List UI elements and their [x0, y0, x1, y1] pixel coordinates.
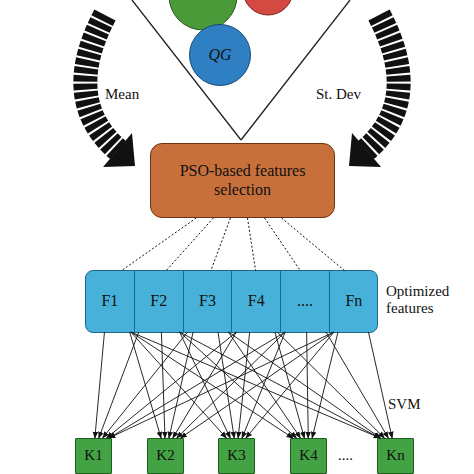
svm-arrow — [169, 332, 193, 438]
svm-arrow — [218, 332, 234, 438]
svm-arrow — [180, 332, 380, 438]
svm-arrow — [228, 332, 380, 438]
svm-arrow — [173, 332, 237, 438]
class-box: Kn — [377, 438, 414, 474]
svm-arrow — [246, 332, 334, 438]
node-text: F4 — [248, 292, 265, 310]
svm-arrow — [238, 332, 250, 438]
dotted-link — [121, 218, 196, 271]
svm-arrow — [228, 332, 300, 438]
striped-arrow — [366, 15, 399, 150]
svm-label: SVM — [388, 396, 421, 413]
feature-cell: Fn — [330, 271, 378, 332]
arrow-head — [349, 133, 381, 167]
svm-arrow — [180, 332, 231, 438]
ellipsis-label: .... — [338, 447, 353, 464]
svm-arrow — [131, 332, 227, 438]
triangle-side — [241, 0, 350, 140]
dotted-link — [248, 218, 256, 271]
node-text: K1 — [84, 447, 102, 464]
feature-cell: F4 — [232, 271, 281, 332]
svm-arrow — [99, 332, 139, 438]
svm-arrow — [109, 332, 285, 438]
svm-arrow — [275, 332, 304, 438]
svm-arrow — [277, 332, 384, 438]
svm-arrow — [131, 332, 293, 438]
node-text: PSO-based features selection — [169, 162, 316, 199]
svm-arrow — [95, 332, 105, 438]
feature-cell: .... — [281, 271, 330, 332]
node-text: F2 — [150, 292, 167, 310]
red-circle — [243, 0, 293, 15]
svm-arrow — [307, 332, 309, 438]
svm-arrow — [109, 332, 334, 438]
striped-arrow — [85, 15, 118, 150]
node-text: Kn — [386, 447, 404, 464]
svm-arrow — [103, 332, 188, 438]
svm-arrow — [312, 332, 338, 438]
node-text: K3 — [227, 447, 245, 464]
arrow-head — [103, 133, 135, 167]
svm-arrow — [180, 332, 297, 438]
class-box: K2 — [147, 438, 184, 474]
class-box: K1 — [75, 438, 112, 474]
svm-arrow — [181, 332, 334, 438]
feature-bar: Optimized featuresF1F2F3F4....Fn — [85, 270, 378, 333]
bar-heading: Optimized features — [386, 283, 466, 318]
stat-label: St. Dev — [316, 86, 361, 103]
feature-cell: F3 — [184, 271, 233, 332]
circle-node: QG — [189, 24, 251, 86]
node-text: F1 — [101, 292, 118, 310]
svm-arrow — [161, 332, 165, 438]
node-text: F3 — [199, 292, 216, 310]
svm-arrow — [368, 332, 392, 438]
class-box: K3 — [218, 438, 255, 474]
svm-arrow — [326, 332, 388, 438]
feature-cell: F1 — [86, 271, 135, 332]
svm-arrow — [107, 332, 237, 438]
node-text: K4 — [299, 447, 317, 464]
node-text: K2 — [156, 447, 174, 464]
dotted-link — [166, 218, 213, 271]
dotted-link — [265, 218, 301, 271]
node-text: .... — [297, 292, 313, 310]
feature-cell: F2 — [135, 271, 184, 332]
svm-arrow — [177, 332, 285, 438]
process-box: PSO-based features selection — [150, 143, 335, 218]
dotted-link — [211, 218, 231, 271]
stat-label: Mean — [105, 86, 139, 103]
node-text: Fn — [345, 292, 362, 310]
svm-arrow — [131, 332, 380, 438]
svm-arrow — [130, 332, 161, 438]
node-text: QG — [208, 46, 231, 64]
dotted-link — [281, 218, 344, 271]
svm-arrow — [242, 332, 285, 438]
class-box: K4 — [290, 438, 327, 474]
